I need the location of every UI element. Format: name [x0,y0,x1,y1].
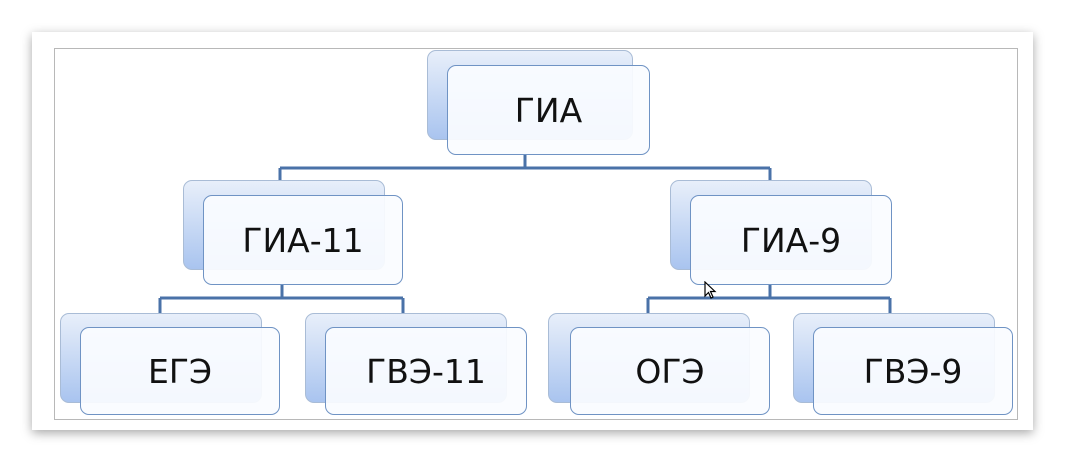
node-label: ГВЭ-9 [863,351,963,391]
connector-root [278,155,772,195]
connector-gia11 [158,285,405,327]
node-label: ОГЭ [635,351,705,391]
mouse-cursor-icon [704,281,717,299]
connector-gia9 [646,285,892,327]
node-label: ГВЭ-11 [366,351,486,391]
node-label: ГИА [514,90,583,130]
node-oge: ОГЭ [570,327,770,415]
node-gia-9: ГИА-9 [690,195,892,285]
node-label: ГИА-11 [242,220,364,260]
node-gve-11: ГВЭ-11 [325,327,527,415]
node-gia-11: ГИА-11 [203,195,403,285]
node-label: ГИА-9 [740,220,842,260]
node-label: ЕГЭ [147,351,213,391]
node-gia: ГИА [447,65,650,155]
node-ege: ЕГЭ [80,327,280,415]
node-gve-9: ГВЭ-9 [813,327,1013,415]
